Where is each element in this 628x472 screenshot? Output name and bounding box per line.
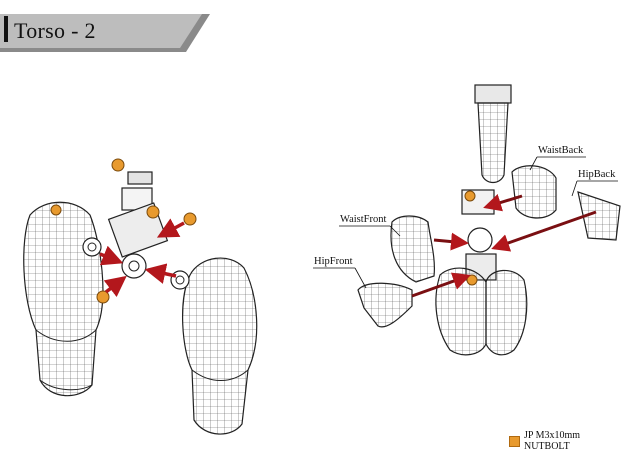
waist-back-part <box>511 165 557 219</box>
right-neck-top <box>474 84 512 184</box>
label-hip-back: HipBack <box>578 169 616 180</box>
right-legs <box>435 267 528 356</box>
hip-front-part <box>357 282 413 328</box>
hip-back-part <box>577 191 621 241</box>
title-accent-bar <box>4 16 8 42</box>
legend-text: JP M3x10mm NUTBOLT <box>523 430 581 452</box>
label-hip-front: HipFront <box>314 256 353 267</box>
left-arrows <box>99 218 185 298</box>
nutbolt-swatch-icon <box>509 435 520 447</box>
title-banner-shape <box>0 14 210 52</box>
legend: JP M3x10mm NUTBOLT <box>509 430 628 452</box>
page-title: Torso - 2 <box>14 18 96 43</box>
title-banner <box>0 14 210 52</box>
right-torso-core <box>461 189 497 281</box>
label-waist-back: WaistBack <box>538 145 584 156</box>
left-leg <box>23 201 104 397</box>
leader-lines <box>313 156 618 289</box>
right-connector-lines <box>411 194 597 298</box>
label-waist-front: WaistFront <box>340 214 387 225</box>
waist-front-part <box>390 215 435 283</box>
right-leg <box>182 257 258 435</box>
